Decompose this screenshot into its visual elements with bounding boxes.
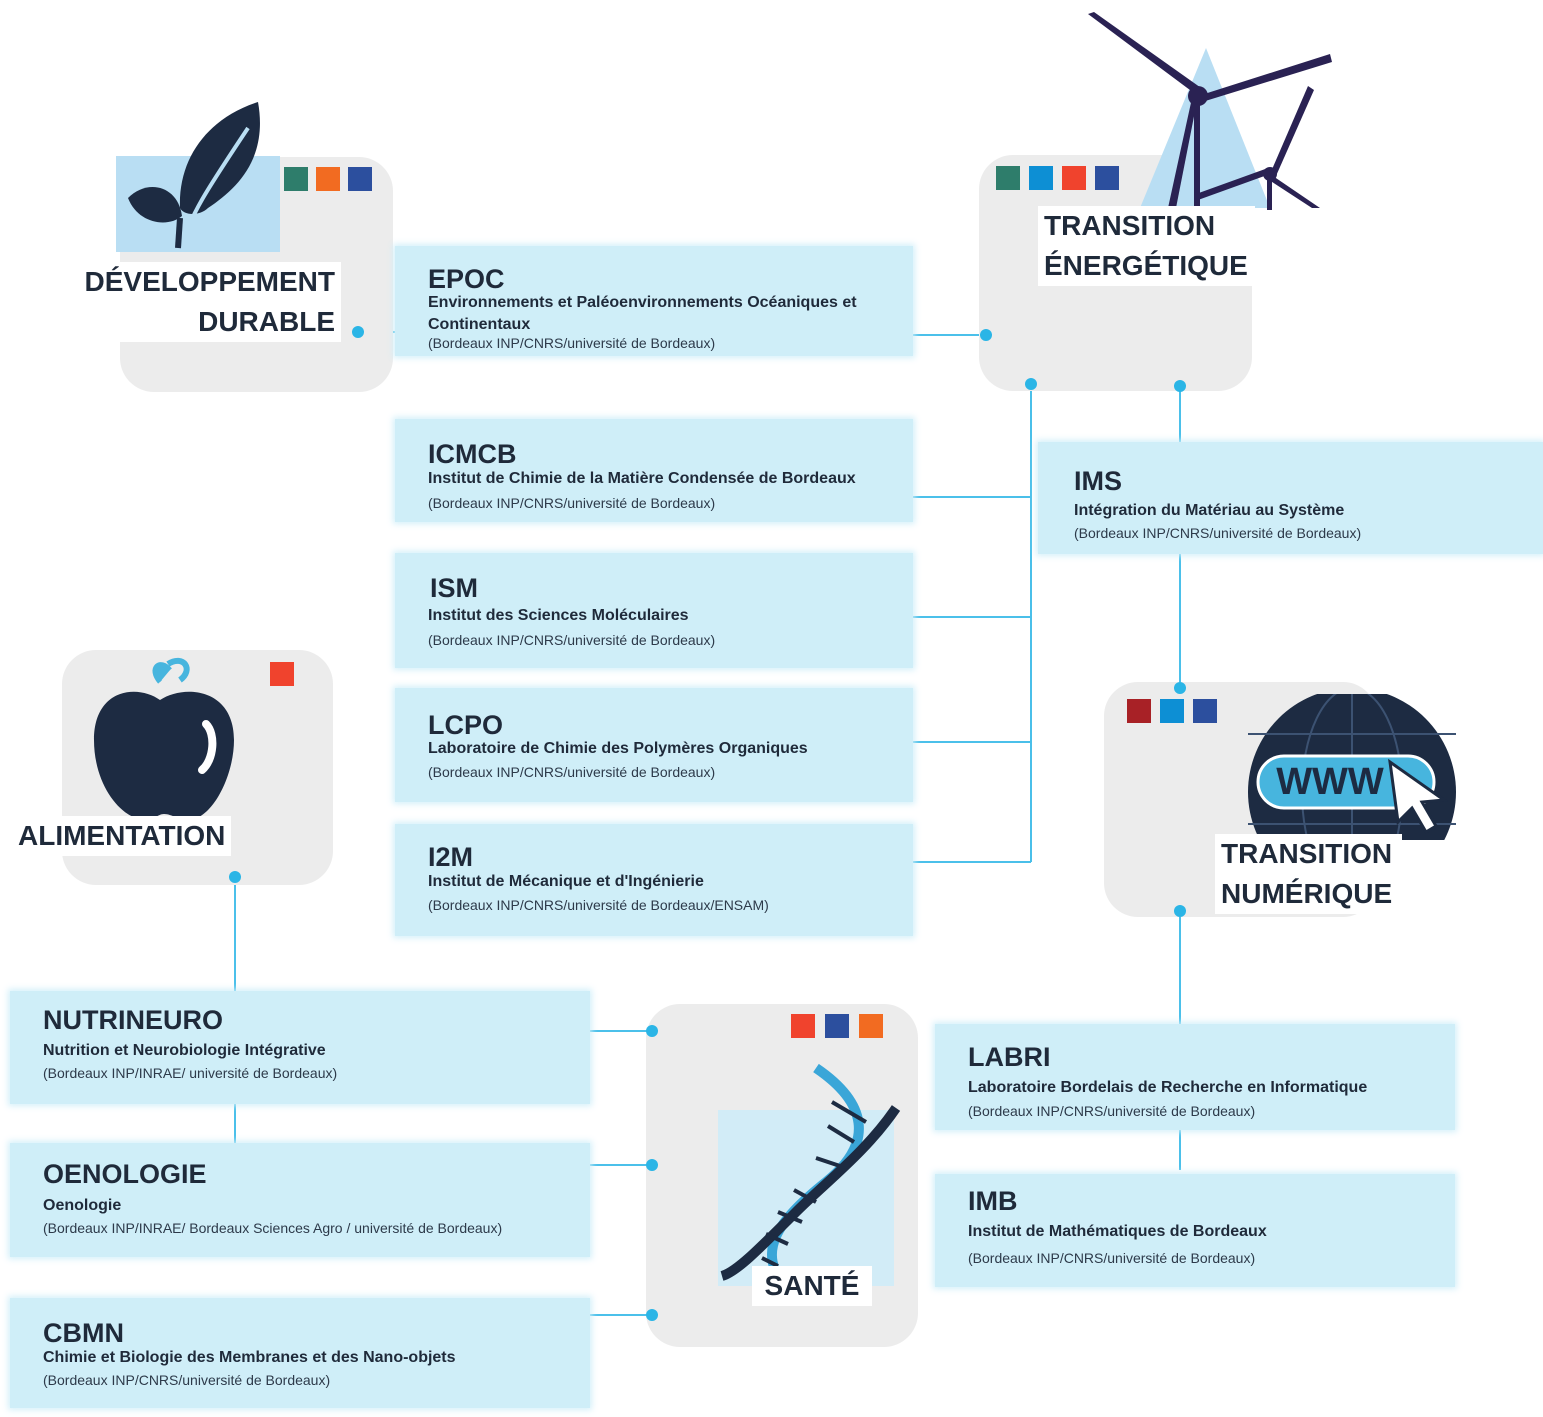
tag-square: [1095, 166, 1119, 190]
lab-affiliation: (Bordeaux INP/INRAE/ Bordeaux Sciences A…: [43, 1220, 503, 1236]
lab-card-imb[interactable]: IMB Institut de Mathématiques de Bordeau…: [935, 1174, 1455, 1287]
lab-card-i2m[interactable]: I2M Institut de Mécanique et d'Ingénieri…: [395, 824, 913, 936]
lab-name: Institut de Chimie de la Matière Condens…: [428, 470, 856, 487]
lab-code: IMS: [1074, 466, 1123, 496]
lab-code: I2M: [428, 842, 474, 872]
lab-affiliation: (Bordeaux INP/CNRS/université de Bordeau…: [428, 897, 769, 913]
theme-title-developpement: DÉVELOPPEMENT DURABLE: [77, 262, 341, 342]
tag-square: [1029, 166, 1053, 190]
www-label: WWW: [1276, 761, 1384, 803]
lab-name: Chimie et Biologie des Membranes et des …: [43, 1349, 456, 1366]
theme-title-energetique: TRANSITION ÉNERGÉTIQUE: [1038, 206, 1255, 286]
lab-affiliation: (Bordeaux INP/CNRS/université de Bordeau…: [428, 632, 716, 648]
leaf-icon: [116, 102, 280, 252]
lab-affiliation: (Bordeaux INP/CNRS/université de Bordeau…: [428, 495, 716, 511]
tag-square: [1160, 699, 1184, 723]
connector-dot: [229, 871, 241, 883]
lab-name: Institut des Sciences Moléculaires: [428, 607, 689, 624]
lab-card-lcpo[interactable]: LCPO Laboratoire de Chimie des Polymères…: [395, 688, 913, 802]
apple-icon: [94, 657, 234, 820]
lab-code: ICMCB: [428, 439, 517, 469]
lab-name: Oenologie: [43, 1197, 122, 1214]
tag-square: [316, 167, 340, 191]
lab-affiliation: (Bordeaux INP/CNRS/université de Bordeau…: [43, 1372, 331, 1388]
lab-name: Nutrition et Neurobiologie Intégrative: [43, 1042, 326, 1059]
lab-name: Environnements et Paléoenvironnements Oc…: [428, 294, 857, 333]
lab-code: EPOC: [428, 264, 505, 294]
lab-name: Institut de Mécanique et d'Ingénierie: [428, 873, 704, 890]
tag-square: [825, 1014, 849, 1038]
tag-square: [284, 167, 308, 191]
lab-card-nutrineuro[interactable]: NUTRINEURO Nutrition et Neurobiologie In…: [10, 991, 590, 1104]
connector-dot: [1025, 378, 1037, 390]
wind-turbine-icon: [1088, 12, 1332, 210]
lab-affiliation: (Bordeaux INP/INRAE/ université de Borde…: [43, 1065, 338, 1081]
tag-square: [270, 662, 294, 686]
lab-affiliation: (Bordeaux INP/CNRS/université de Bordeau…: [968, 1250, 1256, 1266]
tag-square: [791, 1014, 815, 1038]
connector-dot: [646, 1159, 658, 1171]
www-globe-icon: WWW: [1248, 694, 1456, 840]
lab-code: LCPO: [428, 710, 504, 740]
lab-card-cbmn[interactable]: CBMN Chimie et Biologie des Membranes et…: [10, 1298, 590, 1408]
lab-affiliation: (Bordeaux INP/CNRS/université de Bordeau…: [968, 1103, 1256, 1119]
tag-square: [348, 167, 372, 191]
connector-dot: [646, 1025, 658, 1037]
tag-square: [996, 166, 1020, 190]
lab-name: Laboratoire de Chimie des Polymères Orga…: [428, 740, 808, 757]
connector-dot: [1174, 380, 1186, 392]
tag-square: [1193, 699, 1217, 723]
lab-card-epoc[interactable]: EPOC Environnements et Paléoenvironnemen…: [395, 246, 913, 356]
lab-card-icmcb[interactable]: ICMCB Institut de Chimie de la Matière C…: [395, 419, 913, 522]
lab-card-ims[interactable]: IMS Intégration du Matériau au Système (…: [1038, 442, 1543, 554]
connector-dot: [352, 326, 364, 338]
dna-icon: [718, 1063, 901, 1292]
connector-dot: [980, 329, 992, 341]
lab-card-ism[interactable]: ISM Institut des Sciences Moléculaires (…: [395, 553, 913, 668]
lab-code: CBMN: [43, 1318, 124, 1348]
lab-name: Institut de Mathématiques de Bordeaux: [968, 1223, 1267, 1240]
lab-card-oenologie[interactable]: OENOLOGIE Oenologie (Bordeaux INP/INRAE/…: [10, 1143, 590, 1257]
tag-square: [859, 1014, 883, 1038]
lab-code: ISM: [430, 573, 479, 603]
connector-dot: [1174, 682, 1186, 694]
lab-name: Intégration du Matériau au Système: [1074, 502, 1345, 519]
lab-affiliation: (Bordeaux INP/CNRS/université de Bordeau…: [428, 764, 716, 780]
lab-affiliation: (Bordeaux INP/CNRS/université de Bordeau…: [1074, 525, 1362, 541]
lab-card-labri[interactable]: LABRI Laboratoire Bordelais de Recherche…: [935, 1024, 1455, 1130]
lab-affiliation: (Bordeaux INP/CNRS/université de Bordeau…: [428, 335, 716, 351]
connector-dot: [646, 1309, 658, 1321]
tag-square: [1062, 166, 1086, 190]
tag-square: [1127, 699, 1151, 723]
lab-code: LABRI: [968, 1042, 1051, 1072]
theme-title-alimentation: ALIMENTATION: [12, 816, 232, 856]
lab-code: IMB: [968, 1186, 1018, 1216]
theme-title-numerique: TRANSITION NUMÉRIQUE: [1215, 834, 1402, 914]
lab-name: Laboratoire Bordelais de Recherche en In…: [968, 1079, 1368, 1096]
lab-code: OENOLOGIE: [43, 1159, 207, 1189]
connector-dot: [1174, 905, 1186, 917]
lab-code: NUTRINEURO: [43, 1005, 223, 1035]
theme-title-sante: SANTÉ: [752, 1266, 872, 1306]
